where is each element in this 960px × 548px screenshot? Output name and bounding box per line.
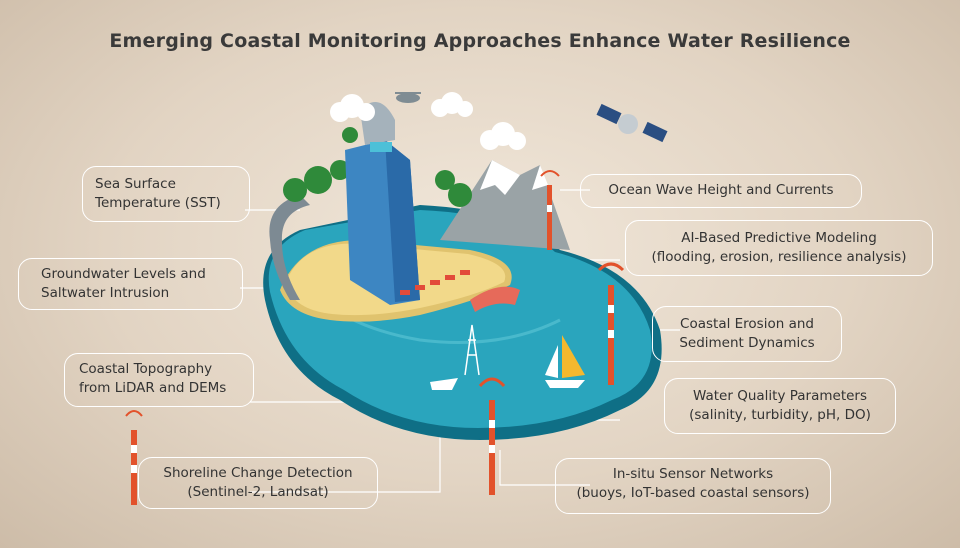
antenna-tower [464,324,480,376]
helicopter [395,92,421,103]
waterslide [470,286,520,312]
beacon-left [125,410,143,505]
satellite [596,103,668,143]
palm-trees [283,127,472,207]
clouds [330,92,526,150]
label-sea-surface-temperature: Sea Surface Temperature (SST) [82,166,250,222]
beacon-center [478,377,506,495]
label-water-quality: Water Quality Parameters (salinity, turb… [664,378,896,434]
beacon-ocean-wave [540,170,560,250]
label-groundwater-levels: Groundwater Levels and Saltwater Intrusi… [18,258,243,310]
label-ai-predictive-modeling: AI-Based Predictive Modeling (flooding, … [625,220,933,276]
coastal-road [269,195,310,300]
label-in-situ-sensor-networks: In-situ Sensor Networks (buoys, IoT-base… [555,458,831,514]
label-coastal-topography: Coastal Topography from LiDAR and DEMs [64,353,254,407]
label-ocean-wave-height: Ocean Wave Height and Currents [580,174,862,208]
sailboat [545,335,585,388]
label-shoreline-change-detection: Shoreline Change Detection (Sentinel-2, … [138,457,378,509]
label-coastal-erosion: Coastal Erosion and Sediment Dynamics [652,306,842,362]
beach-umbrellas [400,270,470,295]
page-title: Emerging Coastal Monitoring Approaches E… [109,30,851,52]
speedboat [430,378,458,390]
beacon-right [597,262,625,385]
mountain [440,160,570,250]
